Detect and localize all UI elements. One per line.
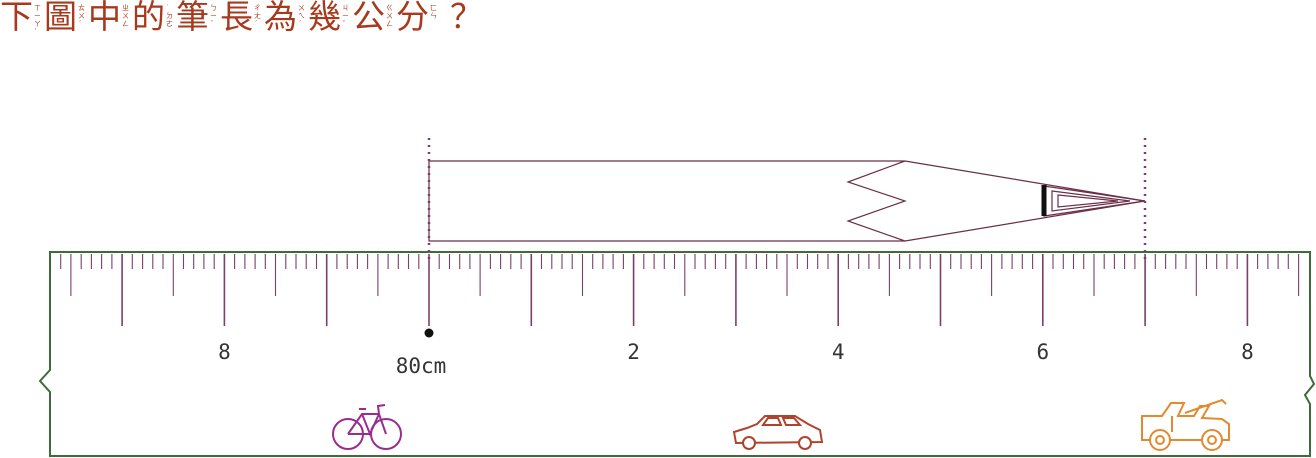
ruler-number: 6 (1036, 340, 1049, 364)
jeep-icon (1141, 398, 1230, 451)
ruler-number: 8 (1241, 340, 1254, 364)
ruler-number: 4 (832, 340, 845, 364)
car-icon (732, 415, 824, 450)
zhuyin-annotation: ㄍㄨㄥ (386, 4, 393, 28)
question-char: 的 (132, 0, 165, 36)
zhuyin-annotation: ㄐㄧˇ (342, 4, 349, 28)
bicycle-icon (332, 404, 402, 450)
zhuyin-annotation: ㄔㄤˊ (254, 4, 261, 28)
zhuyin-annotation: ㄈㄣ (430, 4, 437, 20)
question-char: 為 (264, 0, 297, 36)
zhuyin-annotation: ㄅㄧˇ (210, 4, 217, 28)
origin-marker-dot (424, 328, 434, 338)
question-char: 筆 (176, 0, 209, 36)
zhuyin-annotation: ˙ㄉㄜ (166, 4, 173, 28)
question-char: 公 (352, 0, 385, 36)
pencil-cone (904, 160, 1146, 242)
zhuyin-annotation: ㄒㄧㄚˋ (34, 4, 41, 36)
pencil-body (428, 160, 907, 242)
question-char: 幾 (308, 0, 341, 36)
pencil-lead (1043, 185, 1146, 217)
question-char: 圖 (44, 0, 77, 36)
ruler-ticks (60, 254, 1300, 326)
ruler-outline (38, 251, 1316, 457)
question-char: 中 (88, 0, 121, 36)
question-mark: ？ (450, 0, 483, 36)
origin-marker-label: 80cm (396, 354, 447, 378)
pencil (428, 160, 1146, 242)
ruler-numbers: 8 2 4 6 8 (218, 340, 1254, 364)
ruler-number: 8 (218, 340, 231, 364)
question-char: 分 (396, 0, 429, 36)
zhuyin-annotation: ㄨㄟˊ (298, 4, 305, 28)
zhuyin-annotation: ㄓㄨㄥ (122, 4, 129, 28)
ruler-number: 2 (627, 340, 640, 364)
zhuyin-annotation: ㄊㄨˊ (78, 4, 85, 28)
question-char: 長 (220, 0, 253, 36)
question-char: 下 (0, 0, 33, 36)
